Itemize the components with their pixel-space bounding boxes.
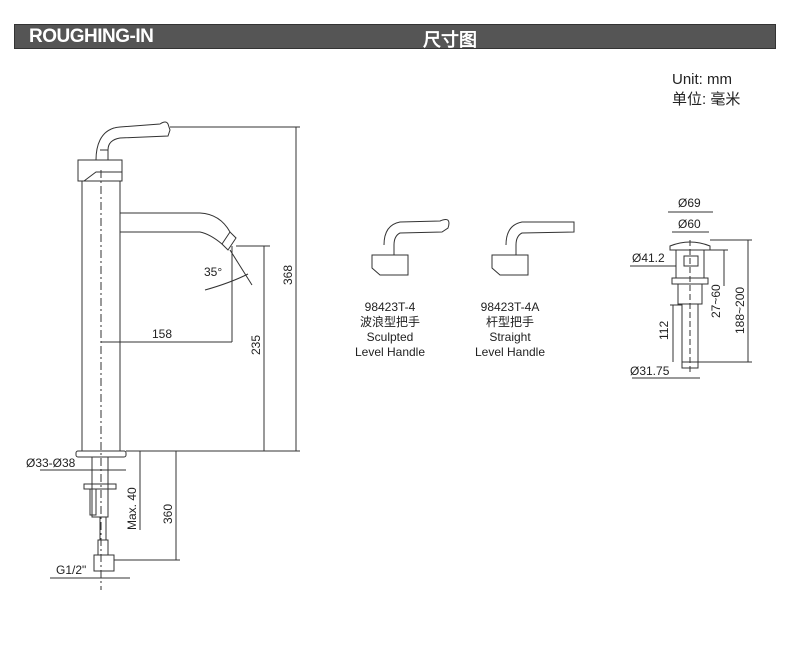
dim-27-60: 27~60 <box>709 284 723 318</box>
hose-nut <box>93 554 115 572</box>
handle-straight-label: 98423T-4A 杆型把手 Straight Level Handle <box>460 300 560 360</box>
faucet-handle <box>95 121 171 161</box>
dim-158: 158 <box>152 327 172 341</box>
dim-188-200: 188~200 <box>733 287 747 334</box>
drain-drawing: Ø69 Ø60 Ø41.2 Ø31.75 112 27~60 188~200 <box>630 196 752 379</box>
dim-368: 368 <box>281 265 295 285</box>
dim-112: 112 <box>657 321 671 340</box>
dim-angle: 35° <box>204 265 222 279</box>
header-title: ROUGHING-IN <box>29 26 154 47</box>
header-title-cn: 尺寸图 <box>423 30 477 50</box>
hose <box>97 539 109 556</box>
spout-tip <box>221 231 237 251</box>
drain-cap <box>669 241 711 251</box>
handle-name-cn: 波浪型把手 <box>359 315 420 329</box>
faucet-spout <box>120 212 231 233</box>
shank <box>91 456 109 518</box>
unit-en: Unit: mm <box>672 71 732 88</box>
dim-235: 235 <box>249 335 263 355</box>
mounting-nut <box>83 483 117 490</box>
handle-name-en-2: Level Handle <box>354 345 426 359</box>
unit-cn: 单位: 毫米 <box>672 91 741 108</box>
dim-hole-dia: Ø33-Ø38 <box>26 456 76 470</box>
dim-g12: G1/2" <box>56 563 86 577</box>
faucet-cap <box>77 159 123 182</box>
unit-label: Unit: mm 单位: 毫米 <box>672 70 740 110</box>
dim-o41: Ø41.2 <box>632 251 665 265</box>
handle-straight-drawing <box>491 221 575 276</box>
handle-name-en-2: Level Handle <box>474 345 546 359</box>
handle-model: 98423T-4A <box>480 300 540 314</box>
dim-360: 360 <box>161 504 175 524</box>
dim-o69: Ø69 <box>678 196 701 210</box>
handle-sculpted-drawing <box>371 219 450 276</box>
faucet-drawing: 368 235 158 35° Ø33-Ø38 Max. 40 360 G1/2… <box>26 121 300 590</box>
handle-sculpted-label: 98423T-4 波浪型把手 Sculpted Level Handle <box>340 300 440 360</box>
handle-model: 98423T-4 <box>364 300 416 314</box>
header-bar: ROUGHING-IN 尺寸图 <box>14 24 776 50</box>
dim-max-40: Max. 40 <box>125 487 139 530</box>
handle-name-cn: 杆型把手 <box>485 315 534 329</box>
handle-name-en: Sculpted <box>366 330 414 344</box>
dim-o3175: Ø31.75 <box>630 364 670 378</box>
handle-name-en: Straight <box>489 330 531 344</box>
dim-o60: Ø60 <box>678 217 701 231</box>
